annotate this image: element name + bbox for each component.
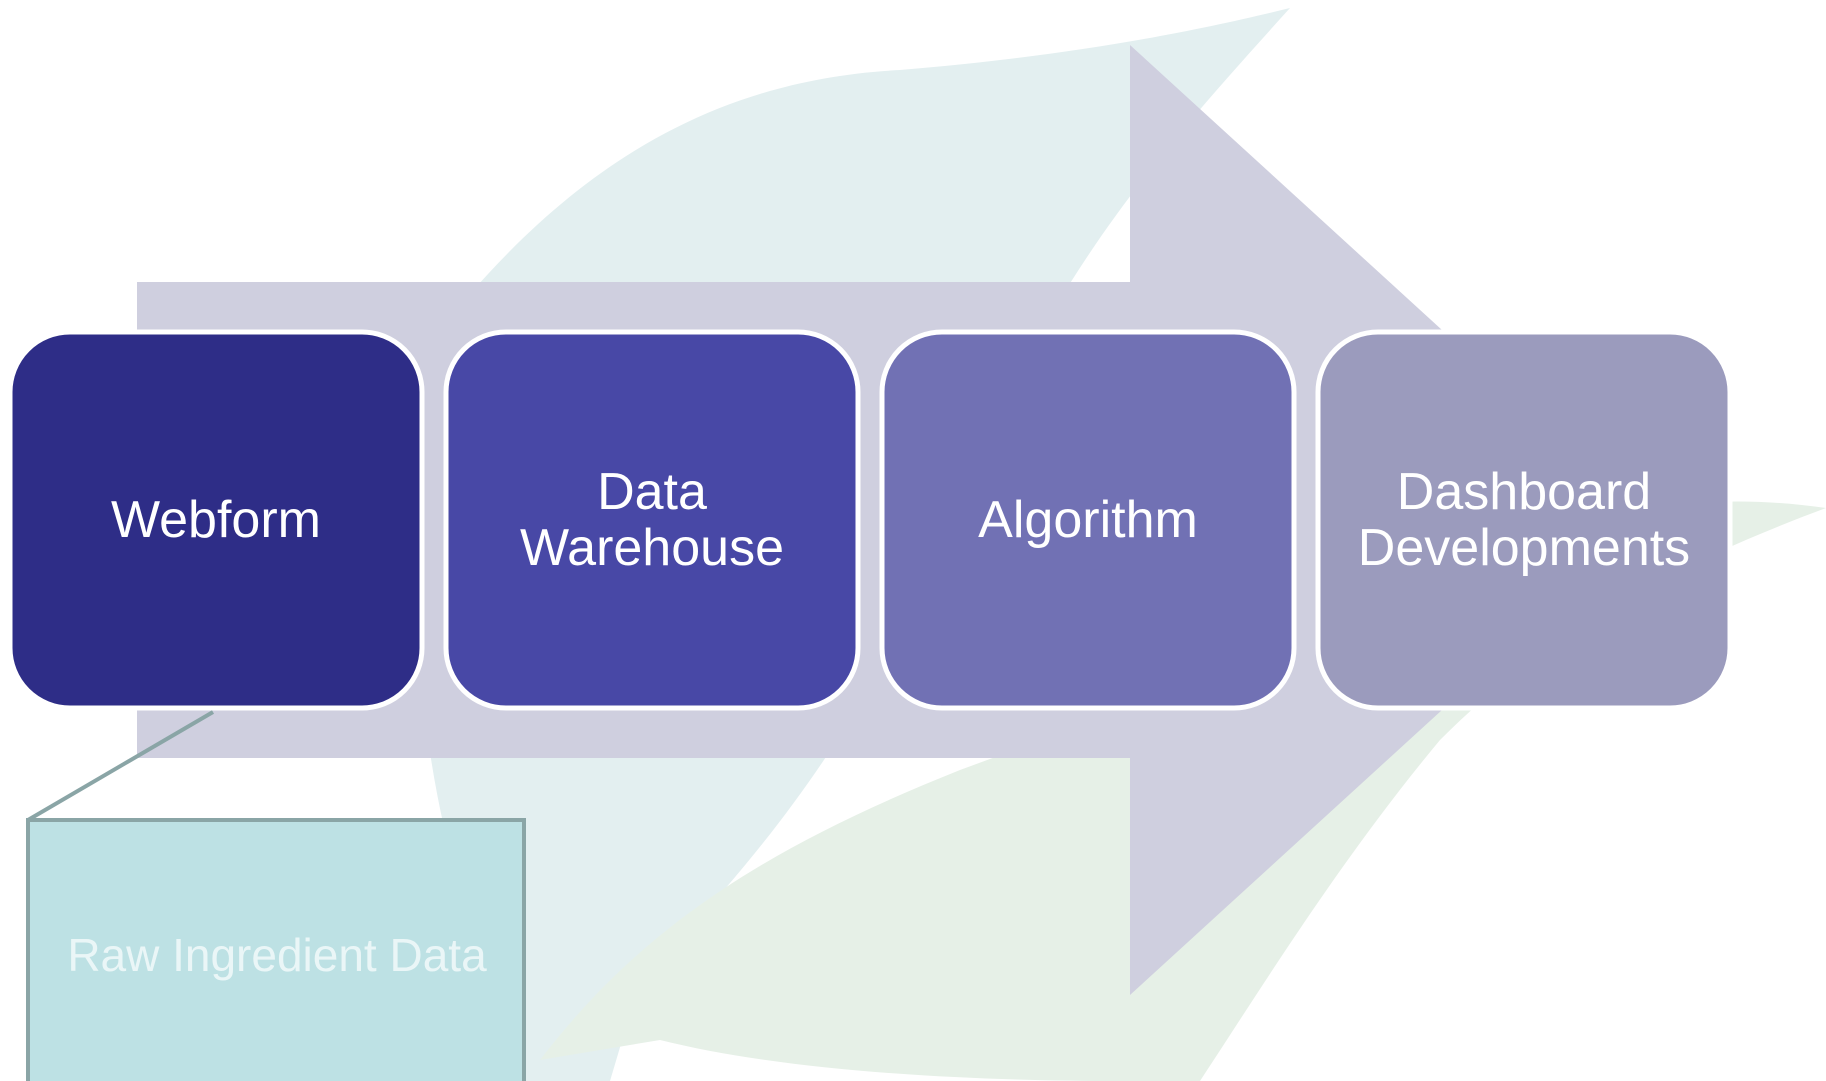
callout-box <box>26 818 526 1081</box>
process-steps <box>7 329 1733 711</box>
step-box-algorithm <box>879 329 1297 711</box>
step-box-data-warehouse <box>443 329 861 711</box>
step-label-webform: Webform <box>111 491 321 549</box>
callout-pointer-line <box>26 710 215 822</box>
step-box-dashboard-developments <box>1315 329 1733 711</box>
step-label-dashboard-developments: Dashboard Developments <box>1357 463 1691 577</box>
step-label-data-warehouse: Data Warehouse <box>520 463 784 577</box>
callout-label: Raw Ingredient Data <box>67 929 487 981</box>
step-box-webform <box>7 329 425 711</box>
step-label-algorithm: Algorithm <box>978 491 1198 549</box>
